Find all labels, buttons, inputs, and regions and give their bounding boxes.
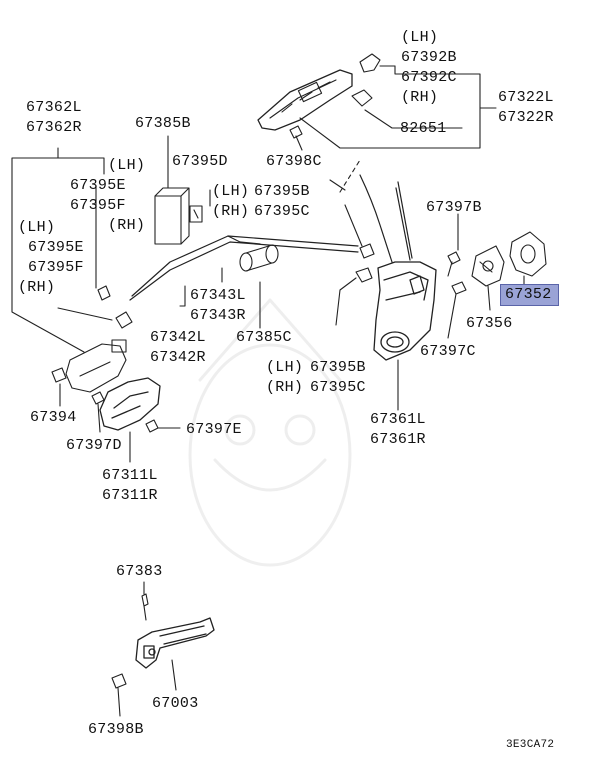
label-67395c: 67395C [254,203,310,220]
gasket-67352 [509,231,547,277]
label-67356: 67356 [466,315,513,332]
inside-handle-67311 [99,377,161,431]
label-67398c: 67398C [266,153,322,170]
label-67395e: 67395E [70,177,126,194]
label-67003: 67003 [152,695,199,712]
label-67361l: 67361L [370,411,426,428]
handle-bracket-67362 [65,339,127,393]
label-rh-5: (RH) [266,379,304,396]
diagram-code: 3E3CA72 [506,739,555,751]
label-67385c: 67385C [236,329,292,346]
screw-67397d [91,391,105,433]
striker-67356 [471,245,505,287]
label-67342l: 67342L [150,329,206,346]
label-67395e-2: 67395E [28,239,84,256]
screw-67398c [289,125,303,151]
pin-67383 [141,593,149,621]
label-lh-3: (LH) [212,183,250,200]
watermark-emblem [188,298,352,567]
label-67397d: 67397D [66,437,122,454]
label-67397e: 67397E [186,421,242,438]
pad-82651 [351,89,373,107]
label-67361r: 67361R [370,431,426,448]
door-check-67003 [135,617,215,669]
label-rh: (RH) [401,89,439,106]
label-lh-5: (LH) [266,359,304,376]
label-67343l: 67343L [190,287,246,304]
label-67395f: 67395F [70,197,126,214]
label-82651: 82651 [400,120,447,137]
label-67395b-2: 67395B [310,359,366,376]
label-lh-2: (LH) [108,157,146,174]
label-rh-2: (RH) [108,217,146,234]
label-67395b: 67395B [254,183,310,200]
label-67385b: 67385B [135,115,191,132]
control-rods [129,174,413,301]
clip-67394 [51,367,67,383]
label-67395d: 67395D [172,153,228,170]
door-lock-assembly [373,261,437,361]
bolt-67398b [111,673,127,717]
label-67392c: 67392C [401,69,457,86]
label-67342r: 67342R [150,349,206,366]
label-67398b: 67398B [88,721,144,738]
label-rh-3: (RH) [212,203,250,220]
screw-67397c [447,281,467,339]
clip-67395e [97,285,111,301]
rod-cover-67385c [239,244,279,272]
clip-67395d [189,205,203,223]
label-67322r: 67322R [498,109,554,126]
label-67383: 67383 [116,563,163,580]
label-67311l: 67311L [102,467,158,484]
label-lh-4: (LH) [18,219,56,236]
label-67322l: 67322L [498,89,554,106]
label-67397b: 67397B [426,199,482,216]
label-67362l: 67362L [26,99,82,116]
outside-handle [257,69,353,131]
screw-67397e [145,419,181,433]
label-67343r: 67343R [190,307,246,324]
label-67395c-2: 67395C [310,379,366,396]
label-67394: 67394 [30,409,77,426]
label-67392b: 67392B [401,49,457,66]
label-lh: (LH) [401,29,439,46]
label-rh-4: (RH) [18,279,56,296]
label-67311r: 67311R [102,487,158,504]
label-67397c: 67397C [420,343,476,360]
label-67362r: 67362R [26,119,82,136]
screw-67397b [447,251,461,277]
clip-67392 [359,53,381,73]
label-67352-highlighted: 67352 [500,284,559,306]
rod-cover-67385b [154,187,190,245]
label-67395f-2: 67395F [28,259,84,276]
